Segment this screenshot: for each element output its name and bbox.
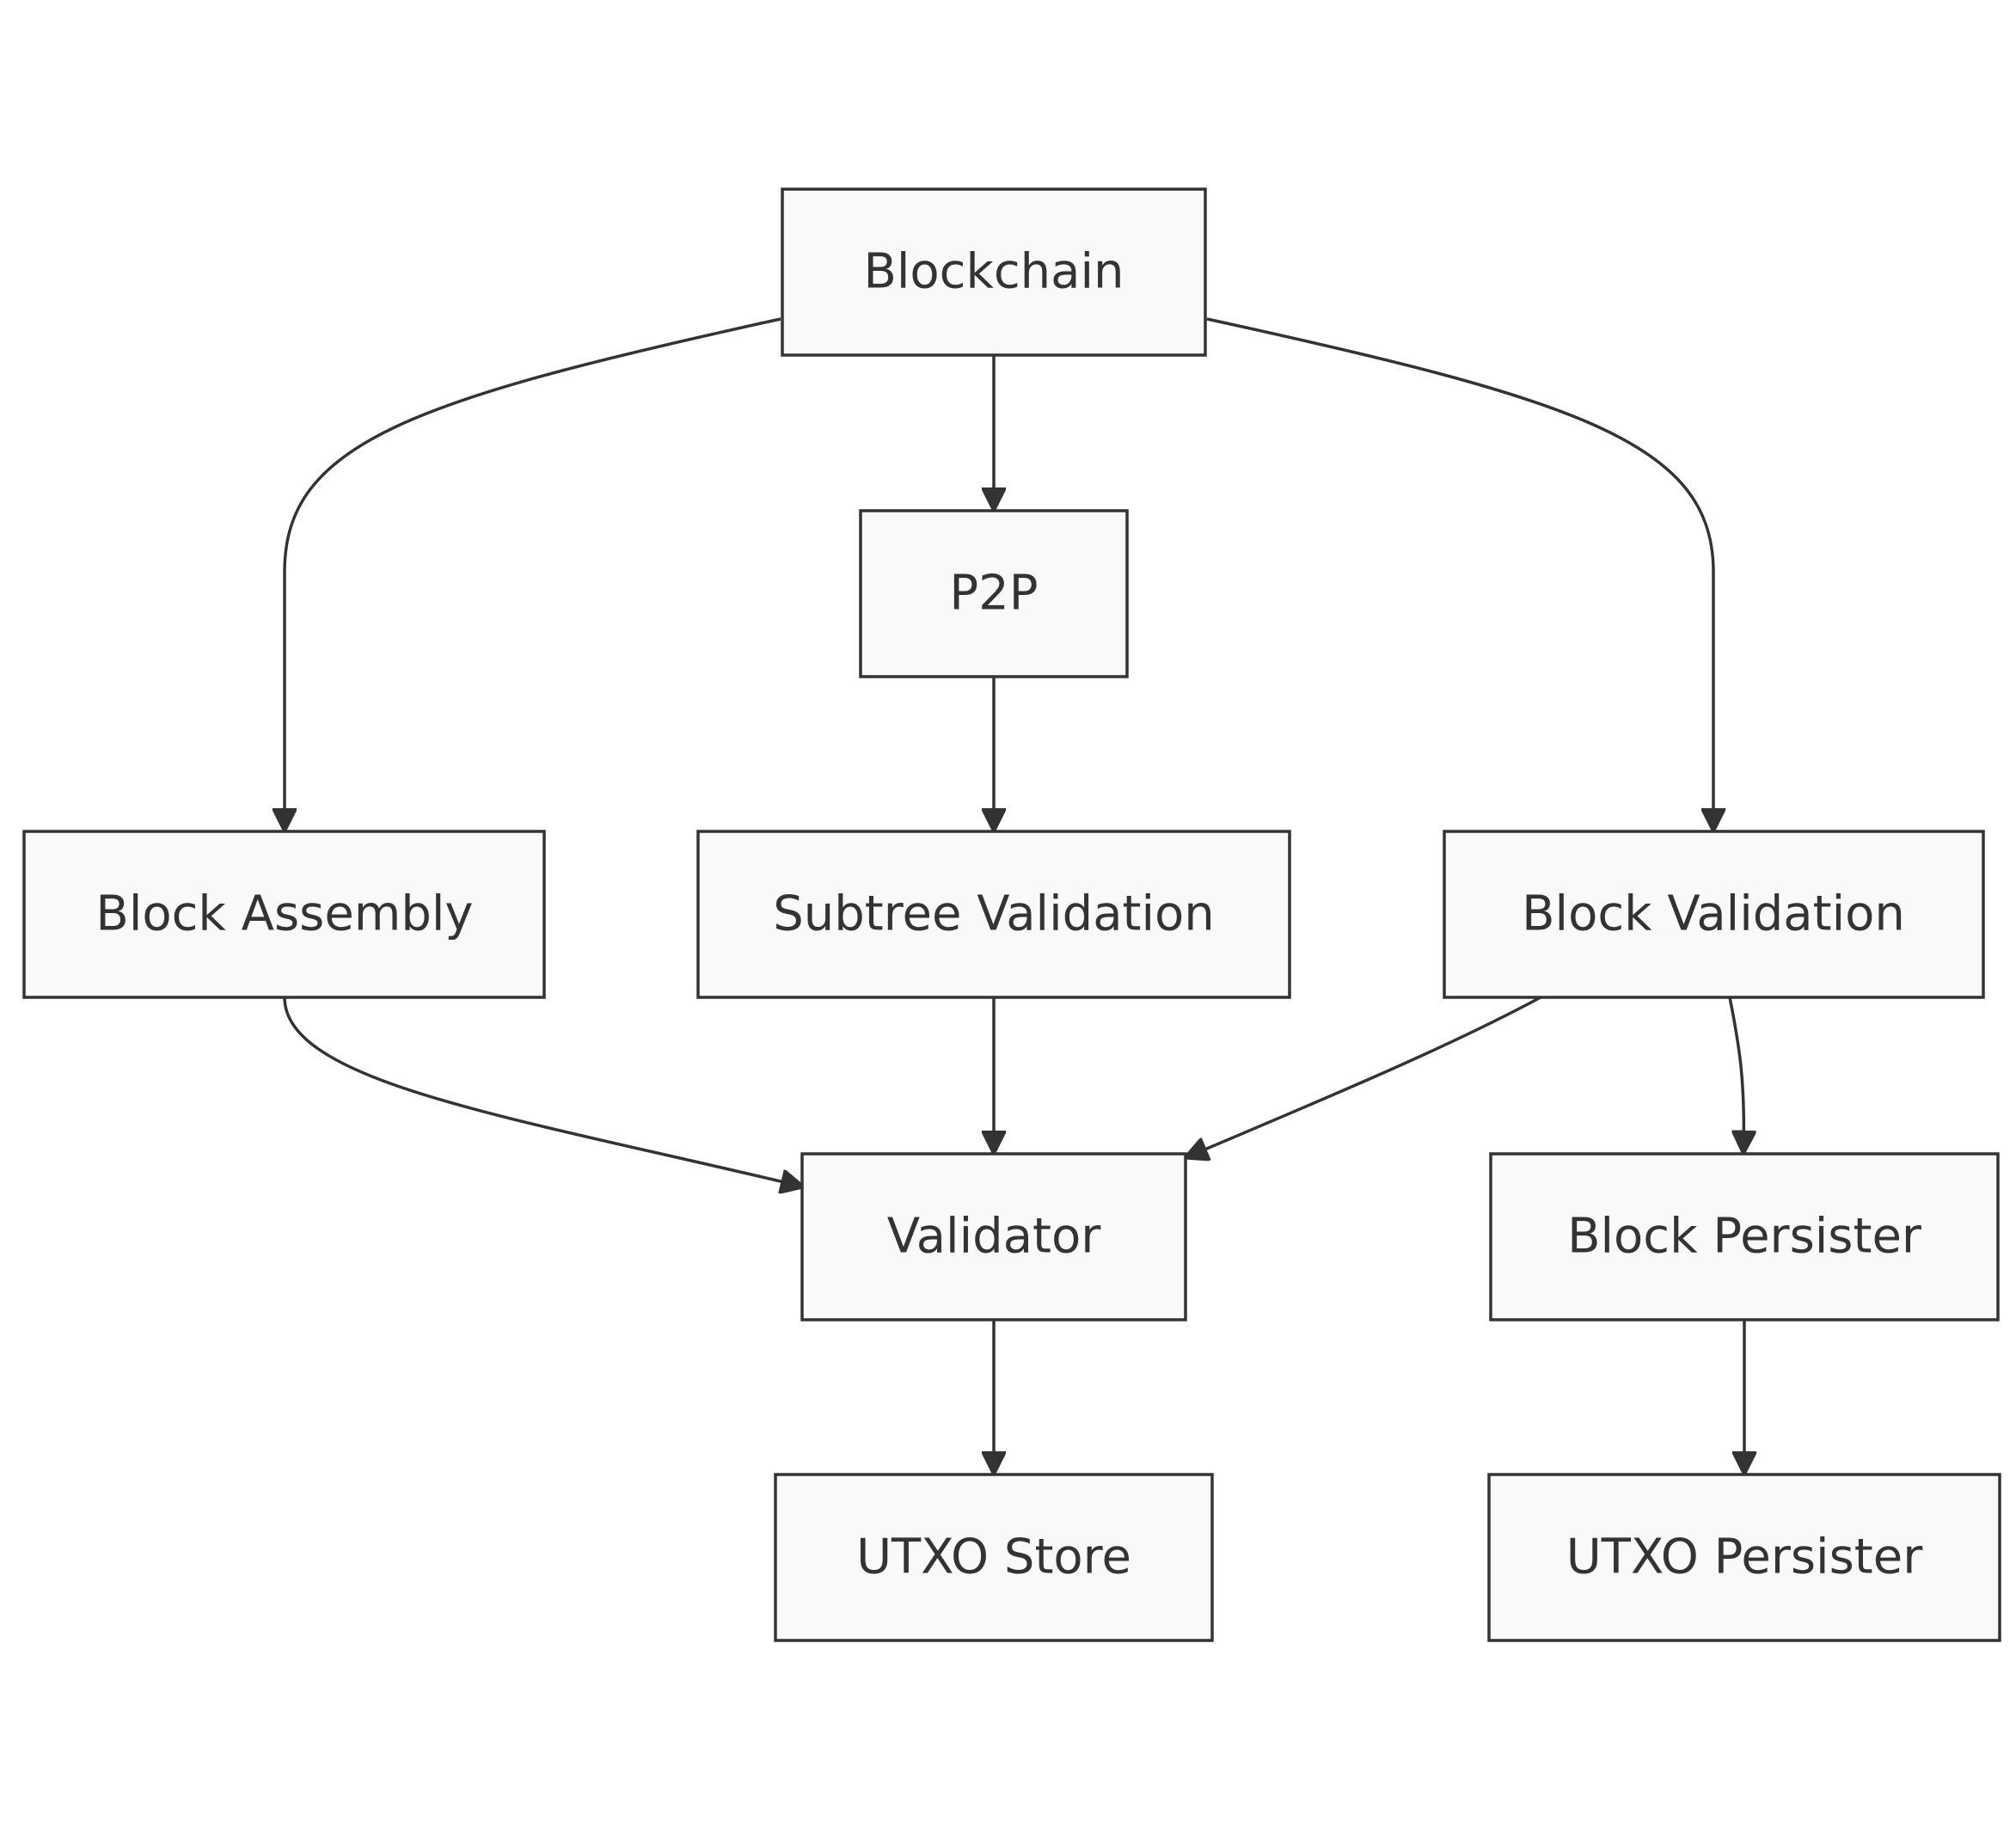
- node-label-utxo-store: UTXO Store: [856, 1530, 1131, 1585]
- node-utxo-store: UTXO Store: [774, 1473, 1214, 1642]
- node-label-block-validation: Block Validation: [1522, 886, 1905, 942]
- edge-block-validation-to-block-persister: [1728, 996, 1743, 1152]
- node-subtree-validation: Subtree Validation: [696, 830, 1291, 999]
- edge-blockchain-to-block-validation: [1206, 317, 1713, 830]
- node-label-p2p: P2P: [949, 566, 1038, 622]
- node-utxo-persister: UTXO Persister: [1487, 1473, 2001, 1642]
- node-label-block-assembly: Block Assembly: [95, 886, 473, 942]
- node-block-validation: Block Validation: [1443, 830, 1985, 999]
- node-blockchain: Blockchain: [781, 187, 1207, 357]
- edge-block-assembly-to-validator: [283, 996, 802, 1186]
- node-label-block-persister: Block Persister: [1567, 1209, 1922, 1265]
- node-label-utxo-persister: UTXO Persister: [1566, 1530, 1923, 1585]
- edge-blockchain-to-block-assembly: [285, 317, 781, 830]
- node-p2p: P2P: [859, 509, 1129, 678]
- node-label-validator: Validator: [887, 1209, 1101, 1265]
- node-label-subtree-validation: Subtree Validation: [773, 886, 1215, 942]
- edges: [283, 317, 1744, 1473]
- node-label-blockchain: Blockchain: [863, 244, 1124, 300]
- edge-block-validation-to-validator: [1186, 996, 1541, 1157]
- node-block-assembly: Block Assembly: [22, 830, 546, 999]
- node-block-persister: Block Persister: [1489, 1152, 2000, 1321]
- node-validator: Validator: [800, 1152, 1187, 1321]
